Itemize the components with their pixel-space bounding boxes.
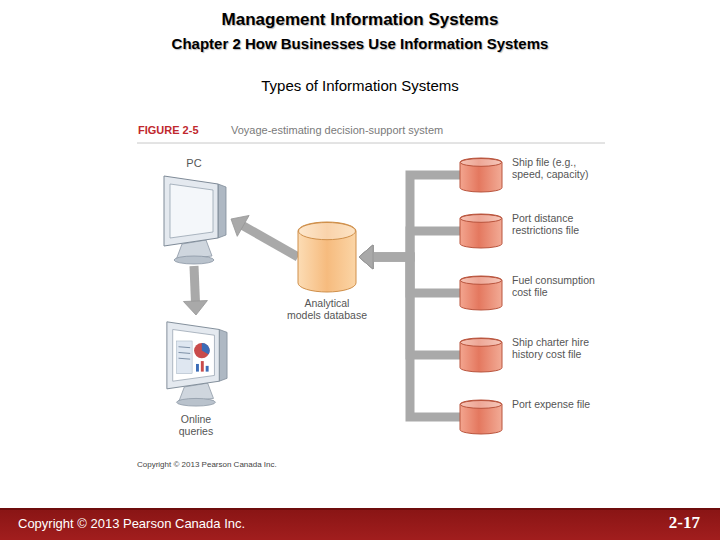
node-label-group: Online queries bbox=[166, 413, 226, 437]
arrow-head bbox=[359, 245, 373, 269]
cylinder-top bbox=[461, 339, 502, 347]
figure-rule-line bbox=[137, 143, 605, 144]
file-cylinder: Port distance restrictions file bbox=[460, 214, 502, 248]
flow-arrow bbox=[359, 245, 460, 417]
bar bbox=[206, 366, 209, 372]
node-label-group: Port distance restrictions file bbox=[512, 212, 607, 236]
cylinder-body bbox=[460, 214, 502, 248]
node-label-group: Analytical models database bbox=[287, 297, 367, 321]
cylinder-top bbox=[461, 215, 502, 223]
pie-slice bbox=[202, 343, 210, 354]
cylinder-shape bbox=[460, 276, 502, 310]
chart-panel bbox=[177, 341, 193, 374]
cylinder-top bbox=[461, 159, 502, 167]
figure-copyright: Copyright © 2013 Pearson Canada Inc. bbox=[137, 460, 277, 469]
database-cylinder: Analytical models database bbox=[298, 222, 356, 292]
flow-arrow bbox=[183, 266, 207, 315]
figure-caption: Voyage-estimating decision-support syste… bbox=[231, 124, 443, 136]
monitor-illustration bbox=[163, 318, 229, 408]
cylinder-body bbox=[460, 276, 502, 310]
bar bbox=[196, 364, 199, 372]
node-label: Analytical models database bbox=[287, 297, 367, 321]
arrow-shaft bbox=[372, 175, 460, 257]
chapter-heading: Chapter 2 How Businesses Use Information… bbox=[0, 35, 720, 52]
text-line bbox=[179, 352, 191, 354]
file-cylinder: Ship charter hire history cost file bbox=[460, 338, 502, 372]
arrow-head bbox=[231, 215, 249, 236]
node-label: Port expense file bbox=[512, 398, 607, 410]
file-cylinder: Ship file (e.g., speed, capacity) bbox=[460, 158, 502, 192]
figure-number: FIGURE 2-5 bbox=[138, 124, 199, 136]
node-label: Ship file (e.g., speed, capacity) bbox=[512, 156, 607, 180]
cylinder-top bbox=[299, 223, 356, 240]
query-monitor: Online queries bbox=[163, 318, 229, 408]
footer-copyright: Copyright © 2013 Pearson Canada Inc. bbox=[18, 516, 245, 531]
arrow-shaft bbox=[372, 257, 460, 293]
node-label: Ship charter hire history cost file bbox=[512, 336, 607, 360]
arrow-shaft bbox=[194, 266, 195, 302]
arrow-head bbox=[359, 245, 373, 269]
text-line bbox=[179, 358, 191, 360]
monitor-frame bbox=[167, 322, 219, 389]
text-line bbox=[179, 346, 191, 348]
monitor-side bbox=[219, 329, 227, 381]
pc-monitor: PC bbox=[160, 172, 228, 266]
node-label: Port distance restrictions file bbox=[512, 212, 607, 236]
node-label-group: PC bbox=[174, 157, 214, 170]
monitor-screen bbox=[173, 329, 215, 381]
monitor-base bbox=[174, 256, 214, 264]
node-label: Online queries bbox=[166, 413, 226, 437]
cylinder-body bbox=[460, 400, 502, 434]
bar bbox=[201, 361, 204, 372]
node-label-group: Ship charter hire history cost file bbox=[512, 336, 607, 360]
arrow-head bbox=[183, 301, 207, 315]
cylinder-top bbox=[461, 401, 502, 409]
cylinder-body bbox=[460, 158, 502, 192]
cylinder-shape bbox=[460, 214, 502, 248]
cylinder-body bbox=[460, 338, 502, 372]
file-cylinder: Fuel consumption cost file bbox=[460, 276, 502, 310]
node-label: Fuel consumption cost file bbox=[512, 274, 607, 298]
arrow-shaft bbox=[242, 225, 298, 257]
arrow-shaft bbox=[372, 257, 460, 417]
section-heading: Types of Information Systems bbox=[0, 77, 720, 94]
arrow-shaft bbox=[372, 257, 460, 355]
flow-arrow bbox=[231, 215, 298, 257]
cylinder-top bbox=[461, 277, 502, 285]
monitor-screen bbox=[170, 184, 213, 238]
monitor-illustration bbox=[160, 172, 228, 266]
node-label: PC bbox=[174, 157, 214, 170]
monitor-base bbox=[177, 398, 216, 406]
monitor-frame bbox=[164, 176, 218, 246]
cylinder-shape bbox=[460, 158, 502, 192]
arrow-head bbox=[359, 245, 373, 269]
cylinder-shape bbox=[460, 338, 502, 372]
node-label-group: Fuel consumption cost file bbox=[512, 274, 607, 298]
cylinder-shape bbox=[460, 400, 502, 434]
arrow-head bbox=[359, 245, 373, 269]
file-cylinder: Port expense file bbox=[460, 400, 502, 434]
node-label-group: Ship file (e.g., speed, capacity) bbox=[512, 156, 607, 180]
arrow-head bbox=[359, 245, 373, 269]
monitor-side bbox=[218, 184, 226, 238]
pie-chart bbox=[194, 343, 210, 358]
cylinder-body bbox=[298, 222, 356, 292]
slide-title: Management Information Systems bbox=[0, 10, 720, 30]
cylinder-shape bbox=[298, 222, 356, 292]
slide-number: 2-17 bbox=[640, 513, 700, 533]
node-label-group: Port expense file bbox=[512, 398, 607, 410]
